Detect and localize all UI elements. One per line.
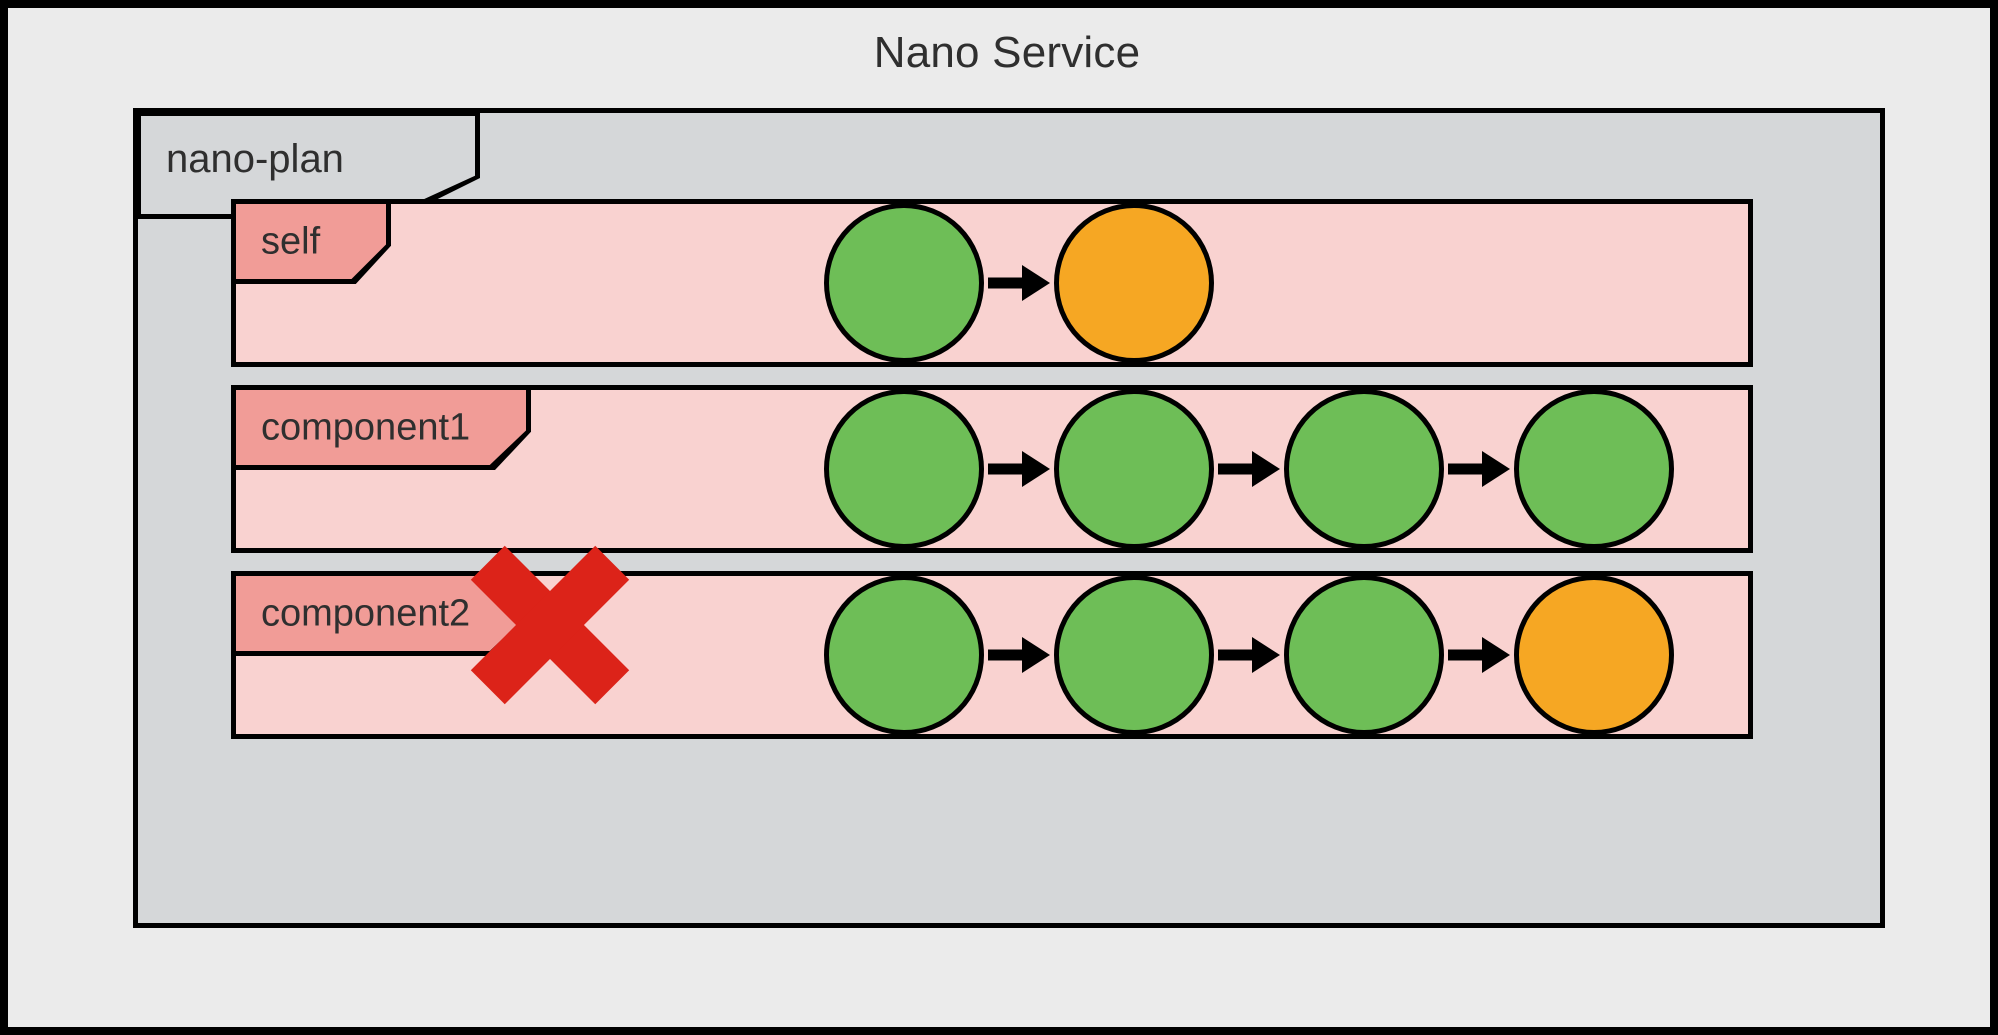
arrow-head-icon <box>1252 637 1280 673</box>
package-name-tab: nano-plan <box>136 111 480 219</box>
arrow-shaft <box>988 649 1024 661</box>
arrow-head-icon <box>1022 265 1050 301</box>
lane-self: self <box>231 199 1753 367</box>
arrow-shaft <box>988 277 1024 289</box>
arrow-component1-0-1 <box>988 451 1050 487</box>
arrow-head-icon <box>1482 637 1510 673</box>
page-title: Nano Service <box>873 28 1141 77</box>
arrow-shaft <box>1448 649 1484 661</box>
package-name-label: nano-plan <box>166 137 344 181</box>
package-nano-plan: nano-plan self component1 <box>133 108 1885 928</box>
node-component1-1[interactable] <box>1054 389 1214 549</box>
arrow-head-icon <box>1022 637 1050 673</box>
node-component2-2[interactable] <box>1284 575 1444 735</box>
lane-component1-label: component1 <box>261 406 471 448</box>
node-self-0[interactable] <box>824 203 984 363</box>
node-component1-0[interactable] <box>824 389 984 549</box>
arrow-component2-0-1 <box>988 637 1050 673</box>
arrow-component2-2-3 <box>1448 637 1510 673</box>
package-tab-fill <box>141 116 475 214</box>
lane-component1-tab: component1 <box>231 385 531 470</box>
arrow-component1-2-3 <box>1448 451 1510 487</box>
node-component1-2[interactable] <box>1284 389 1444 549</box>
arrow-shaft <box>1448 463 1484 475</box>
lane-component2: component2 <box>231 571 1753 739</box>
arrow-head-icon <box>1482 451 1510 487</box>
node-self-1[interactable] <box>1054 203 1214 363</box>
arrow-head-icon <box>1022 451 1050 487</box>
arrow-shaft <box>1218 463 1254 475</box>
node-component1-3[interactable] <box>1514 389 1674 549</box>
arrow-self-0-1 <box>988 265 1050 301</box>
lane-self-tab-fill <box>236 204 386 279</box>
lane-component1: component1 <box>231 385 1753 553</box>
arrow-component1-1-2 <box>1218 451 1280 487</box>
lane-component2-tab: component2 <box>231 571 531 656</box>
node-component2-1[interactable] <box>1054 575 1214 735</box>
lane-component1-tab-fill <box>236 390 526 465</box>
arrow-shaft <box>988 463 1024 475</box>
lane-component2-label: component2 <box>261 592 471 634</box>
lane-self-label: self <box>261 220 321 262</box>
lane-self-tab: self <box>231 199 391 284</box>
arrow-component2-1-2 <box>1218 637 1280 673</box>
arrow-head-icon <box>1252 451 1280 487</box>
node-component2-3[interactable] <box>1514 575 1674 735</box>
arrow-shaft <box>1218 649 1254 661</box>
node-component2-0[interactable] <box>824 575 984 735</box>
